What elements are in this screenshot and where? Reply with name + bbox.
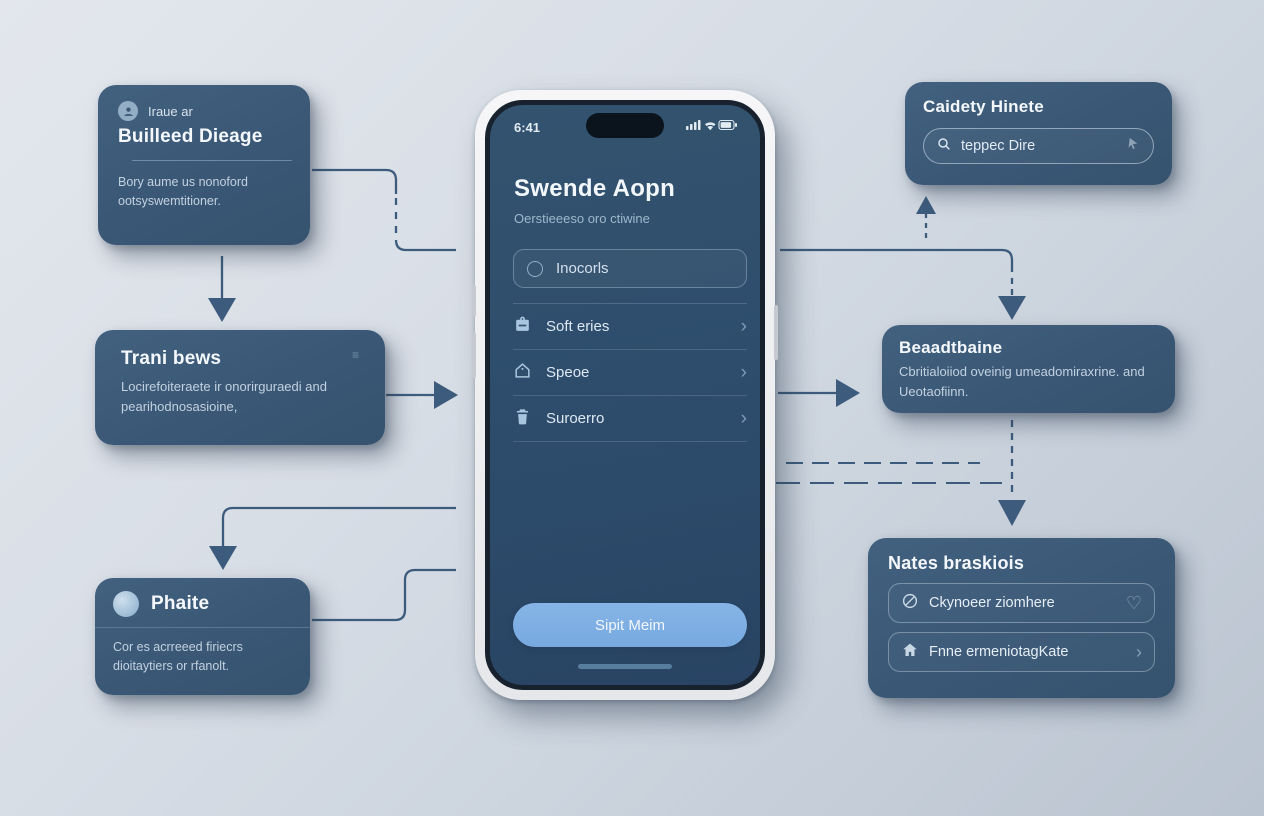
app-title: Swende Aopn xyxy=(514,175,676,202)
avatar xyxy=(113,591,139,617)
card-title: Builleed Dieage xyxy=(118,126,263,147)
primary-cta-button[interactable]: Sipit Meim xyxy=(513,603,747,647)
volume-down-button xyxy=(472,332,476,378)
card-mid-left: Trani bews ≡ Locirefoiteraete ir onorirg… xyxy=(95,330,385,445)
card-title: Phaite xyxy=(151,593,210,614)
volume-up-button xyxy=(472,285,476,317)
divider xyxy=(95,627,310,628)
search-ring-icon xyxy=(527,260,543,277)
corner-menu-icon: ≡ xyxy=(351,348,359,362)
status-icons xyxy=(686,118,738,136)
search-icon xyxy=(936,136,952,157)
card-mid-right: Beaadtbaine Cbritialoiiod oveinig umeado… xyxy=(882,325,1175,413)
card-title: Trani bews xyxy=(121,348,222,369)
card-body: Cor es acrreeed firiecrs dioitaytiers or… xyxy=(113,640,243,674)
card-bottom-left: Phaite Cor es acrreeed firiecrs dioitayt… xyxy=(95,578,310,695)
card-eyebrow: Iraue ar xyxy=(148,103,193,119)
card-top-right: Caidety Hinete teppec Dire xyxy=(905,82,1172,185)
category-search-field[interactable]: teppec Dire xyxy=(923,128,1154,164)
card-title: Beaadtbaine xyxy=(899,338,1003,357)
chevron-right-icon: › xyxy=(740,361,747,383)
menu-item-suroerro[interactable]: Suroerro › xyxy=(513,396,747,442)
heart-icon: ♡ xyxy=(1125,593,1142,613)
home-indicator xyxy=(578,664,672,669)
chevron-right-icon: › xyxy=(740,407,747,429)
card-body: Bory aume us nonoford ootsyswemtitioner. xyxy=(118,175,248,209)
phone-menu: Soft eries › Speoe › xyxy=(513,304,747,442)
person-circle-icon xyxy=(118,101,138,121)
card-title: Caidety Hinete xyxy=(923,97,1044,116)
power-button xyxy=(774,305,778,360)
briefcase-icon xyxy=(513,315,532,339)
option-row-number[interactable]: Ckynoeer ziomhere ♡ xyxy=(888,583,1155,623)
menu-item-speoe[interactable]: Speoe › xyxy=(513,350,747,396)
card-bottom-right: Nates braskiois Ckynoeer ziomhere ♡ Fnne… xyxy=(868,538,1175,698)
phone-search-field[interactable]: Inocorls xyxy=(513,249,747,288)
card-body: Locirefoiteraete ir onorirguraedi and pe… xyxy=(121,379,327,415)
divider xyxy=(132,160,292,161)
option-label: Ckynoeer ziomhere xyxy=(929,595,1055,611)
phone-screen: 6:41 Swende Aopn Oersti xyxy=(485,100,765,690)
cursor-pointer-icon xyxy=(1126,136,1141,156)
home-icon xyxy=(901,641,919,664)
divider xyxy=(513,303,747,304)
status-time: 6:41 xyxy=(514,119,541,135)
option-row-home[interactable]: Fnne ermeniotagKate › xyxy=(888,632,1155,672)
circle-slash-icon xyxy=(901,592,919,615)
menu-item-label: Soft eries xyxy=(546,318,610,335)
chevron-right-icon: › xyxy=(740,315,747,337)
search-value: Inocorls xyxy=(556,260,609,277)
chevron-right-icon: › xyxy=(1136,642,1142,662)
status-bar: 6:41 xyxy=(514,118,738,136)
option-label: Fnne ermeniotagKate xyxy=(929,644,1069,660)
menu-item-soft-eries[interactable]: Soft eries › xyxy=(513,304,747,350)
menu-item-label: Speoe xyxy=(546,364,590,381)
card-title: Nates braskiois xyxy=(888,553,1025,573)
trash-icon xyxy=(513,407,532,431)
card-body: Cbritialoiiod oveinig umeadomiraxrine. a… xyxy=(899,364,1145,400)
home-icon xyxy=(513,361,532,385)
app-subtitle: Oerstieeeso oro ctiwine xyxy=(514,211,650,226)
phone-mockup: 6:41 Swende Aopn Oersti xyxy=(472,90,778,700)
search-value: teppec Dire xyxy=(961,138,1036,154)
card-top-left: Iraue ar Builleed Dieage Bory aume us no… xyxy=(98,85,310,245)
phone-notch xyxy=(586,113,664,138)
menu-item-label: Suroerro xyxy=(546,410,605,427)
